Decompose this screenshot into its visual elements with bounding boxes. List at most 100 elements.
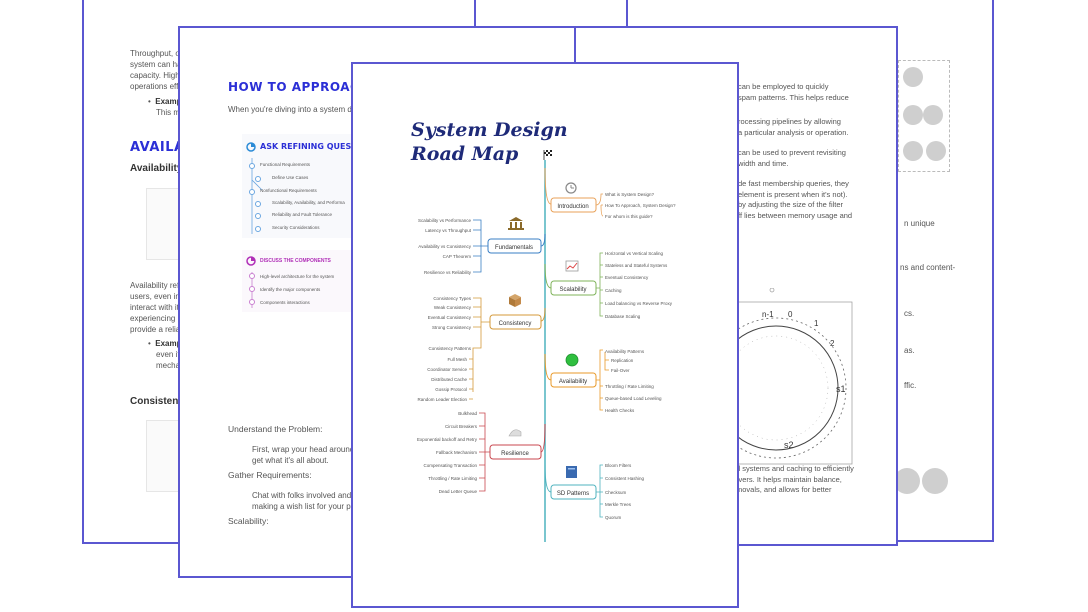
topic-item[interactable]: Fallback Mechanism <box>436 450 477 455</box>
text-line: d systems and caching to efficiently <box>736 464 854 473</box>
package-icon <box>509 294 521 307</box>
topic-item[interactable]: Scalability vs Performance <box>418 218 472 223</box>
topic-item[interactable]: Database Scaling <box>605 314 641 319</box>
topic-item[interactable]: Weak Consistency <box>434 305 472 310</box>
topic-item[interactable]: For whom is this guide? <box>605 214 653 219</box>
hash-ring-diagram: n-1 0 1 2 s1 s2 <box>726 288 853 465</box>
rotate-handle-icon <box>769 288 775 293</box>
topic-item[interactable]: Latency vs Throughput <box>425 228 471 233</box>
ring-label: n-1 <box>762 310 774 319</box>
topic-item[interactable]: Bloom Filters <box>605 463 632 468</box>
topic-item[interactable]: Availability vs Consistency <box>418 244 471 249</box>
paragraph-throughput: Throughput, o system can ha capacity. Hi… <box>130 48 210 92</box>
topic-item[interactable]: Compensating Transaction <box>423 463 477 468</box>
connector <box>544 463 552 493</box>
topic-item[interactable]: Fail-Over <box>611 368 630 373</box>
fragment-line: ffic. <box>904 381 917 390</box>
topic-item[interactable]: Dead Letter Queue <box>439 489 478 494</box>
understand-body: First, wrap your head around get what it… <box>252 444 354 466</box>
node-label: Resilience <box>501 451 529 457</box>
topic-item[interactable]: Stateless and Stateful Systems <box>605 263 668 268</box>
cluster-node <box>926 141 946 161</box>
topic-item[interactable]: Availability Patterns <box>605 349 645 354</box>
title-line: Road Map <box>411 143 519 165</box>
text-line: Availability ref <box>130 281 180 290</box>
text-line <box>738 169 852 179</box>
topic-item[interactable]: Quorum <box>605 515 622 520</box>
refine-item: Define Use Cases <box>272 175 309 180</box>
scalability-label: Scalability: <box>228 516 269 526</box>
topic-item[interactable]: Resilience vs Reliability <box>424 270 472 275</box>
page3-text: can be employed to quickly spam patterns… <box>738 82 852 221</box>
topic-item[interactable]: Replication <box>611 358 634 363</box>
roadmap-page: System Design Road Map Introduction What… <box>351 62 739 608</box>
topic-item[interactable]: Merkle Trees <box>605 502 632 507</box>
connector <box>544 167 552 205</box>
connector <box>540 307 546 322</box>
topic-item[interactable]: Caching <box>605 288 622 293</box>
topic-item[interactable]: Distributed Cache <box>431 377 467 382</box>
node-label: Fundamentals <box>495 245 533 251</box>
topic-item[interactable]: Circuit Breakers <box>445 424 478 429</box>
node-label: Scalability <box>559 287 586 293</box>
topic-item[interactable]: Exponential backoff and Retry <box>417 437 478 442</box>
topic-item[interactable]: Bulkhead <box>458 411 477 416</box>
text-line: interact with it <box>130 303 179 312</box>
text-line: rvers. It helps maintain balance, <box>736 474 842 484</box>
gather-body: Chat with folks involved and making a wi… <box>252 490 353 512</box>
text-line: by adjusting the size of the filter <box>738 200 844 209</box>
node-label: Consistency <box>499 321 532 327</box>
topic-item[interactable]: Random Leader Election <box>417 397 467 402</box>
topic-item[interactable]: Throttling / Rate Limiting <box>428 476 477 481</box>
topic-item[interactable]: Consistent Hashing <box>605 476 645 481</box>
topic-item[interactable]: Load balancing vs Reverse Proxy <box>605 301 673 306</box>
page-heading-how-to-approach: HOW TO APPROACH: S <box>228 80 389 94</box>
text-line: operations effi <box>130 82 181 91</box>
helmet-icon <box>508 429 522 437</box>
topic-item[interactable]: How To Approach, System Design? <box>605 203 676 208</box>
topic-item[interactable]: Health Checks <box>605 408 635 413</box>
topic-item[interactable]: CAP Theorem <box>443 254 472 259</box>
topic-item[interactable]: Eventual Consistency <box>605 275 649 280</box>
discuss-timeline <box>249 272 255 308</box>
connector <box>540 233 546 247</box>
refine-item: Reliability and Fault Tolerance <box>272 212 332 217</box>
understand-label: Understand the Problem: <box>228 424 323 434</box>
discuss-item: Components interactions <box>260 300 310 305</box>
topic-item[interactable]: Consistency Patterns <box>428 346 471 351</box>
finish-flag-icon <box>543 150 552 160</box>
topic-item[interactable]: What is System Design? <box>605 192 655 197</box>
ring-label: 1 <box>814 319 819 328</box>
node-label: Introduction <box>557 204 588 210</box>
topic-item[interactable]: Gossip Protocol <box>435 387 467 392</box>
connector <box>540 423 546 453</box>
bullet-label: Exampl <box>155 97 184 106</box>
green-status-icon <box>565 353 579 367</box>
topic-item[interactable]: Strong Consistency <box>432 325 472 330</box>
text-line: capacity. High <box>130 71 180 80</box>
bullet-continuation: This me <box>156 108 185 117</box>
title-line: System Design <box>411 119 568 141</box>
fragment-line: as. <box>904 346 915 355</box>
topic-item[interactable]: Consistency Types <box>433 296 471 301</box>
topic-item[interactable]: Checksum <box>605 490 627 495</box>
bullet-example-1: • Exampl This me <box>148 96 184 118</box>
text-line: making a wish list for your pr <box>252 502 354 511</box>
intro-text: When you're diving into a system de <box>228 105 357 114</box>
topic-item[interactable]: Horizontal vs Vertical Scaling <box>605 251 664 256</box>
topic-item[interactable]: Full Mesh <box>447 357 467 362</box>
discuss-icon <box>246 256 256 266</box>
node-label: Availability <box>559 379 587 385</box>
ring-label: s2 <box>784 440 794 450</box>
topic-item[interactable]: Queue-based Load Leveling <box>605 396 662 401</box>
text-line: system can ha <box>130 60 182 69</box>
text-line: rocessing pipelines by allowing <box>738 117 841 126</box>
paragraph-availability: Availability ref users, even in t intera… <box>130 280 210 335</box>
topic-item[interactable]: Coordinator Service <box>427 367 467 372</box>
connector <box>596 252 603 317</box>
topic-item[interactable]: Eventual Consistency <box>428 315 472 320</box>
refine-item: Functional Requirements <box>260 162 311 167</box>
bullet-continuation: mechar <box>156 361 183 370</box>
topic-item[interactable]: Throttling / Rate Limiting <box>605 384 654 389</box>
cluster-node <box>903 67 923 87</box>
